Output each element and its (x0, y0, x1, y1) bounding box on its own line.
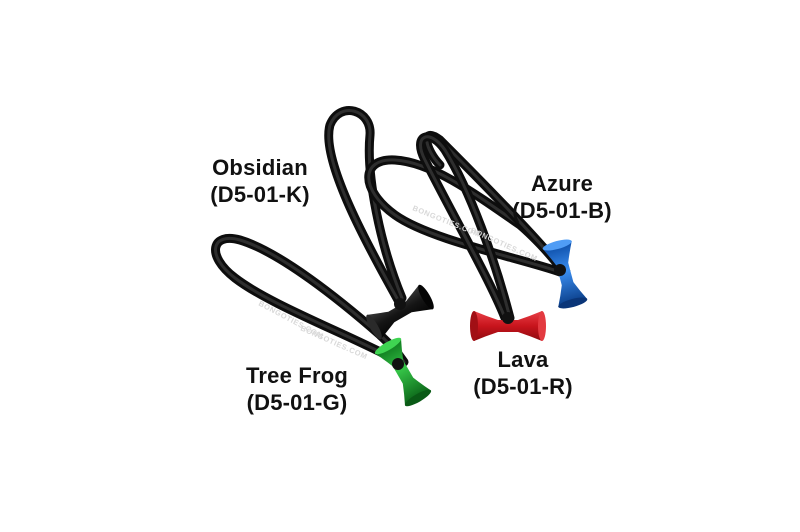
azure-toggle (542, 239, 588, 309)
obsidian-name: Obsidian (212, 155, 308, 180)
azure-cord (364, 130, 571, 277)
treefrog-knot (392, 358, 404, 370)
treefrog-name: Tree Frog (245, 363, 349, 388)
azure-name: Azure (530, 171, 594, 196)
lava-code: (D5-01-R) (473, 374, 573, 399)
lava-name: Lava (497, 347, 549, 372)
azure-label: Azure (D5-01-B) (502, 170, 622, 224)
lava-cord (416, 132, 515, 323)
obsidian-code: (D5-01-K) (210, 182, 310, 207)
azure-knot (554, 264, 566, 276)
lava-label: Lava (D5-01-R) (468, 346, 578, 400)
obsidian-cord (324, 106, 407, 305)
azure-code: (D5-01-B) (512, 198, 612, 223)
obsidian-knot (394, 298, 406, 310)
treefrog-code: (D5-01-G) (246, 390, 348, 415)
obsidian-label: Obsidian (D5-01-K) (200, 154, 320, 208)
treefrog-label: Tree Frog (D5-01-G) (232, 362, 362, 416)
obsidian-toggle (366, 284, 434, 340)
treefrog-toggle (374, 337, 432, 407)
lava-knot (502, 312, 514, 324)
lava-toggle (470, 311, 546, 341)
